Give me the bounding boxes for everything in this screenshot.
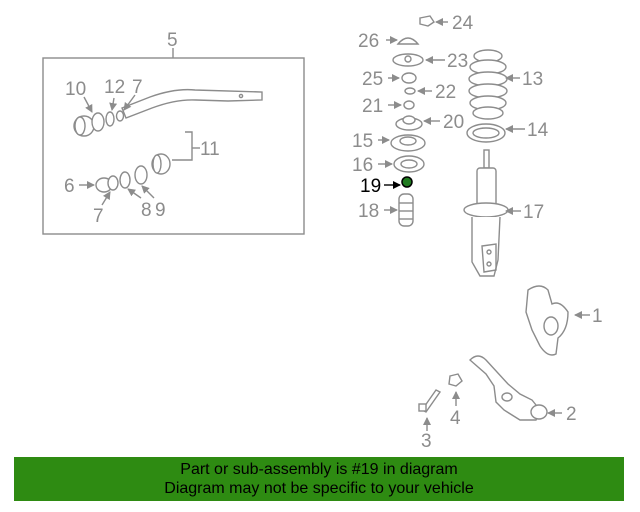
callout-1[interactable]: 1 <box>592 306 603 327</box>
coil-spring-part-13[interactable] <box>468 49 508 120</box>
callout-10[interactable]: 10 <box>65 79 86 100</box>
callout-19[interactable]: 19 <box>360 176 381 197</box>
strut-mount-group: 24 26 23 25 22 21 20 <box>352 13 474 227</box>
callout-8[interactable]: 8 <box>141 200 152 221</box>
banner-line-2: Diagram may not be specific to your vehi… <box>164 480 474 497</box>
spring-seat-part-14[interactable] <box>466 123 506 143</box>
washer-part-9[interactable] <box>134 165 148 185</box>
dust-boot-part-18[interactable] <box>398 193 414 227</box>
steering-knuckle-part-1[interactable] <box>525 285 569 356</box>
callout-14[interactable]: 14 <box>527 120 549 141</box>
steering-knuckle-group: 1 <box>525 285 603 356</box>
nut-part-24[interactable] <box>419 15 435 27</box>
part-info-banner: Part or sub-assembly is #19 in diagram D… <box>14 457 624 501</box>
washer-part-8[interactable] <box>119 171 131 189</box>
parts-diagram: 5 10 12 7 <box>42 13 603 452</box>
callout-18[interactable]: 18 <box>358 201 379 222</box>
callout-3[interactable]: 3 <box>421 431 432 452</box>
callout-6[interactable]: 6 <box>64 176 75 197</box>
control-arm-part-2[interactable] <box>468 355 541 421</box>
callout-17[interactable]: 17 <box>523 202 544 223</box>
callout-20[interactable]: 20 <box>443 112 464 133</box>
callout-15[interactable]: 15 <box>352 131 373 152</box>
mount-plate-part-23[interactable] <box>392 53 424 67</box>
bushing-part-11[interactable] <box>151 153 171 175</box>
coil-spring-group: 13 14 <box>466 49 549 143</box>
callout-24[interactable]: 24 <box>452 13 474 34</box>
bump-stop-part-19[interactable] <box>401 176 413 188</box>
bolt-nut-group: 3 4 <box>418 373 463 452</box>
callout-13[interactable]: 13 <box>522 69 543 90</box>
stabilizer-bar-group: 5 10 12 7 <box>42 30 305 235</box>
callout-26[interactable]: 26 <box>358 31 379 52</box>
callout-4[interactable]: 4 <box>450 408 461 429</box>
strut-group: 17 <box>463 149 544 277</box>
callout-16[interactable]: 16 <box>352 155 373 176</box>
nut-part-4[interactable] <box>448 373 463 387</box>
callout-9[interactable]: 9 <box>155 200 166 221</box>
callout-23[interactable]: 23 <box>447 51 468 72</box>
callout-12[interactable]: 12 <box>104 77 125 98</box>
washer-part-7-upper[interactable] <box>115 110 125 122</box>
washer-part-7-lower[interactable] <box>107 175 119 191</box>
callout-2[interactable]: 2 <box>566 404 577 425</box>
collar-part-21[interactable] <box>403 100 415 110</box>
stabilizer-bar[interactable] <box>121 88 263 119</box>
callout-21[interactable]: 21 <box>362 96 383 117</box>
mount-part-20[interactable] <box>395 115 423 131</box>
callout-22[interactable]: 22 <box>435 82 456 103</box>
spring-seat-part-16[interactable] <box>393 155 425 173</box>
callout-7-upper[interactable]: 7 <box>132 77 143 98</box>
callout-5[interactable]: 5 <box>167 30 178 51</box>
bushing-part-10[interactable] <box>73 112 105 137</box>
callout-7-lower[interactable]: 7 <box>93 206 104 227</box>
banner-line-1: Part or sub-assembly is #19 in diagram <box>180 461 458 478</box>
washer-part-12[interactable] <box>105 111 115 127</box>
callout-11[interactable]: 11 <box>200 139 220 160</box>
bearing-part-15[interactable] <box>390 134 426 152</box>
control-arm-group: 2 <box>468 355 577 425</box>
callout-25[interactable]: 25 <box>362 69 383 90</box>
bushing-part-25[interactable] <box>401 72 417 84</box>
strut-part-17[interactable] <box>463 149 509 277</box>
cap-part-26[interactable] <box>396 37 420 45</box>
washer-part-22[interactable] <box>404 87 416 95</box>
